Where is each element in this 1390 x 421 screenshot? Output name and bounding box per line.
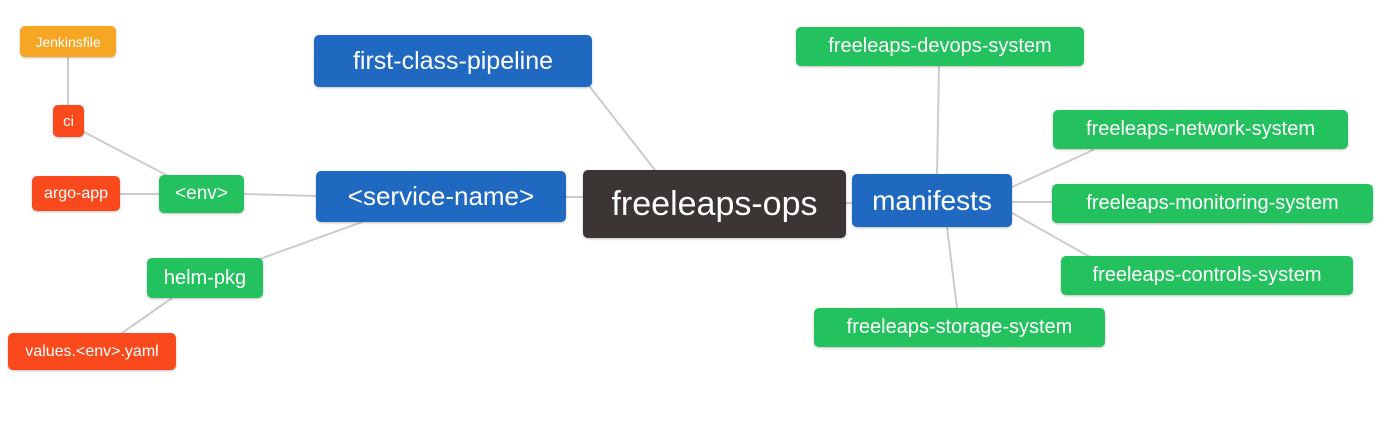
node-helm-pkg[interactable]: helm-pkg (147, 258, 263, 298)
node-label: helm-pkg (163, 266, 247, 289)
node-monitoring-system[interactable]: freeleaps-monitoring-system (1052, 184, 1373, 223)
edge-env-to-service-name (243, 193, 317, 197)
node-argo-app[interactable]: argo-app (32, 176, 120, 211)
node-label: <env> (175, 183, 228, 204)
edge-manifests-to-network-system (1011, 149, 1094, 188)
node-network-system[interactable]: freeleaps-network-system (1053, 110, 1348, 149)
node-manifests[interactable]: manifests (852, 174, 1012, 227)
node-ci[interactable]: ci (53, 105, 84, 137)
node-freeleaps-ops[interactable]: freeleaps-ops (583, 170, 846, 238)
node-label: Jenkinsfile (35, 33, 101, 50)
node-label: freeleaps-controls-system (1092, 264, 1322, 286)
node-values-env-yaml[interactable]: values.<env>.yaml (8, 333, 176, 370)
node-label: ci (63, 112, 74, 130)
node-devops-system[interactable]: freeleaps-devops-system (796, 27, 1084, 66)
edge-manifests-to-devops-system (936, 65, 940, 175)
node-label: freeleaps-monitoring-system (1086, 192, 1339, 214)
edge-manifests-to-storage-system (946, 226, 958, 309)
edge-manifests-to-controls-system (1011, 212, 1091, 258)
node-label: <service-name> (347, 181, 535, 211)
node-env[interactable]: <env> (159, 175, 244, 213)
node-label: manifests (872, 184, 992, 216)
edge-first-class-pipeline-to-freeleaps-ops (589, 86, 656, 171)
node-label: values.<env>.yaml (25, 342, 159, 360)
node-label: argo-app (43, 184, 109, 202)
node-label: freeleaps-ops (611, 184, 818, 223)
node-jenkinsfile[interactable]: Jenkinsfile (20, 26, 116, 57)
node-service-name[interactable]: <service-name> (316, 171, 566, 222)
edge-helm-pkg-to-service-name (256, 221, 363, 261)
node-label: freeleaps-devops-system (828, 35, 1052, 57)
node-controls-system[interactable]: freeleaps-controls-system (1061, 256, 1353, 295)
node-first-class-pipeline[interactable]: first-class-pipeline (314, 35, 592, 87)
edge-ci-to-env (83, 131, 171, 178)
node-label: freeleaps-storage-system (846, 316, 1073, 338)
node-storage-system[interactable]: freeleaps-storage-system (814, 308, 1105, 347)
node-label: first-class-pipeline (352, 46, 554, 75)
edge-values-env-yaml-to-helm-pkg (121, 297, 173, 334)
node-label: freeleaps-network-system (1086, 118, 1315, 140)
